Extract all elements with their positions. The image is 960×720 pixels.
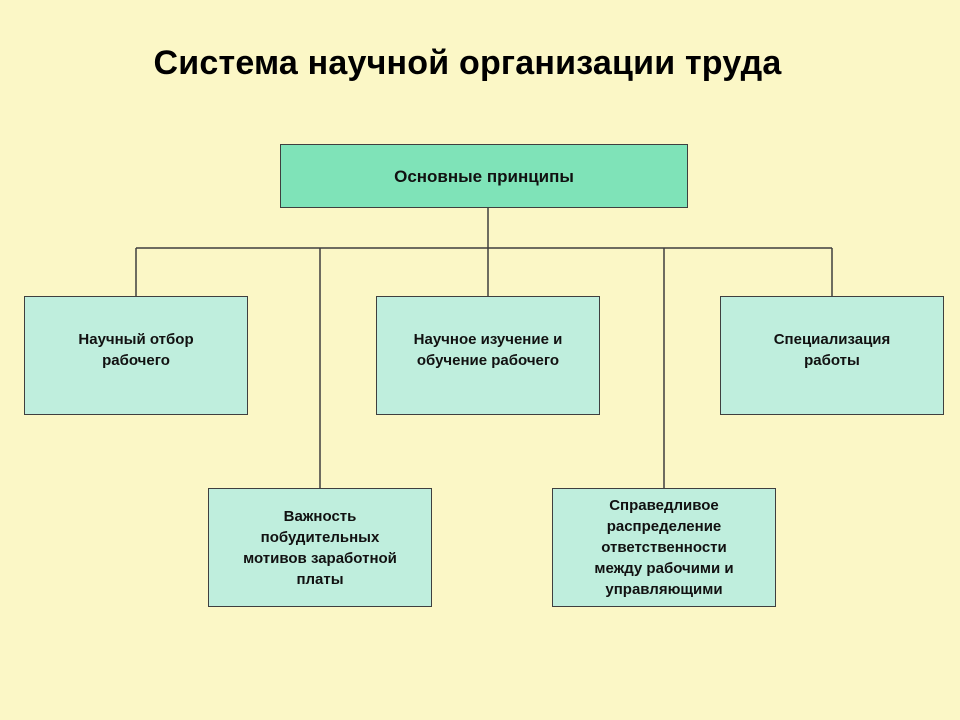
principle-label: Научное изучение и обучение рабочего — [413, 330, 563, 369]
root-box-label: Основные принципы — [394, 166, 574, 186]
principle-label: Научный отбор рабочего — [78, 330, 194, 369]
principle-label: Специализация работы — [773, 330, 891, 369]
slide-title: Система научной организации труда — [153, 44, 782, 82]
principle-box-worker-training: Научное изучение и обучение рабочего — [376, 296, 600, 415]
principle-label: Важность побудительных мотивов заработно… — [243, 507, 397, 588]
principle-label: Справедливое распределение ответственнос… — [594, 497, 734, 598]
principle-box-responsibility-distribution: Справедливое распределение ответственнос… — [552, 488, 776, 607]
principle-box-wage-motivation: Важность побудительных мотивов заработно… — [208, 488, 432, 607]
root-box-main-principles: Основные принципы — [280, 144, 688, 208]
principle-box-worker-selection: Научный отбор рабочего — [24, 296, 248, 415]
principle-box-work-specialization: Специализация работы — [720, 296, 944, 415]
